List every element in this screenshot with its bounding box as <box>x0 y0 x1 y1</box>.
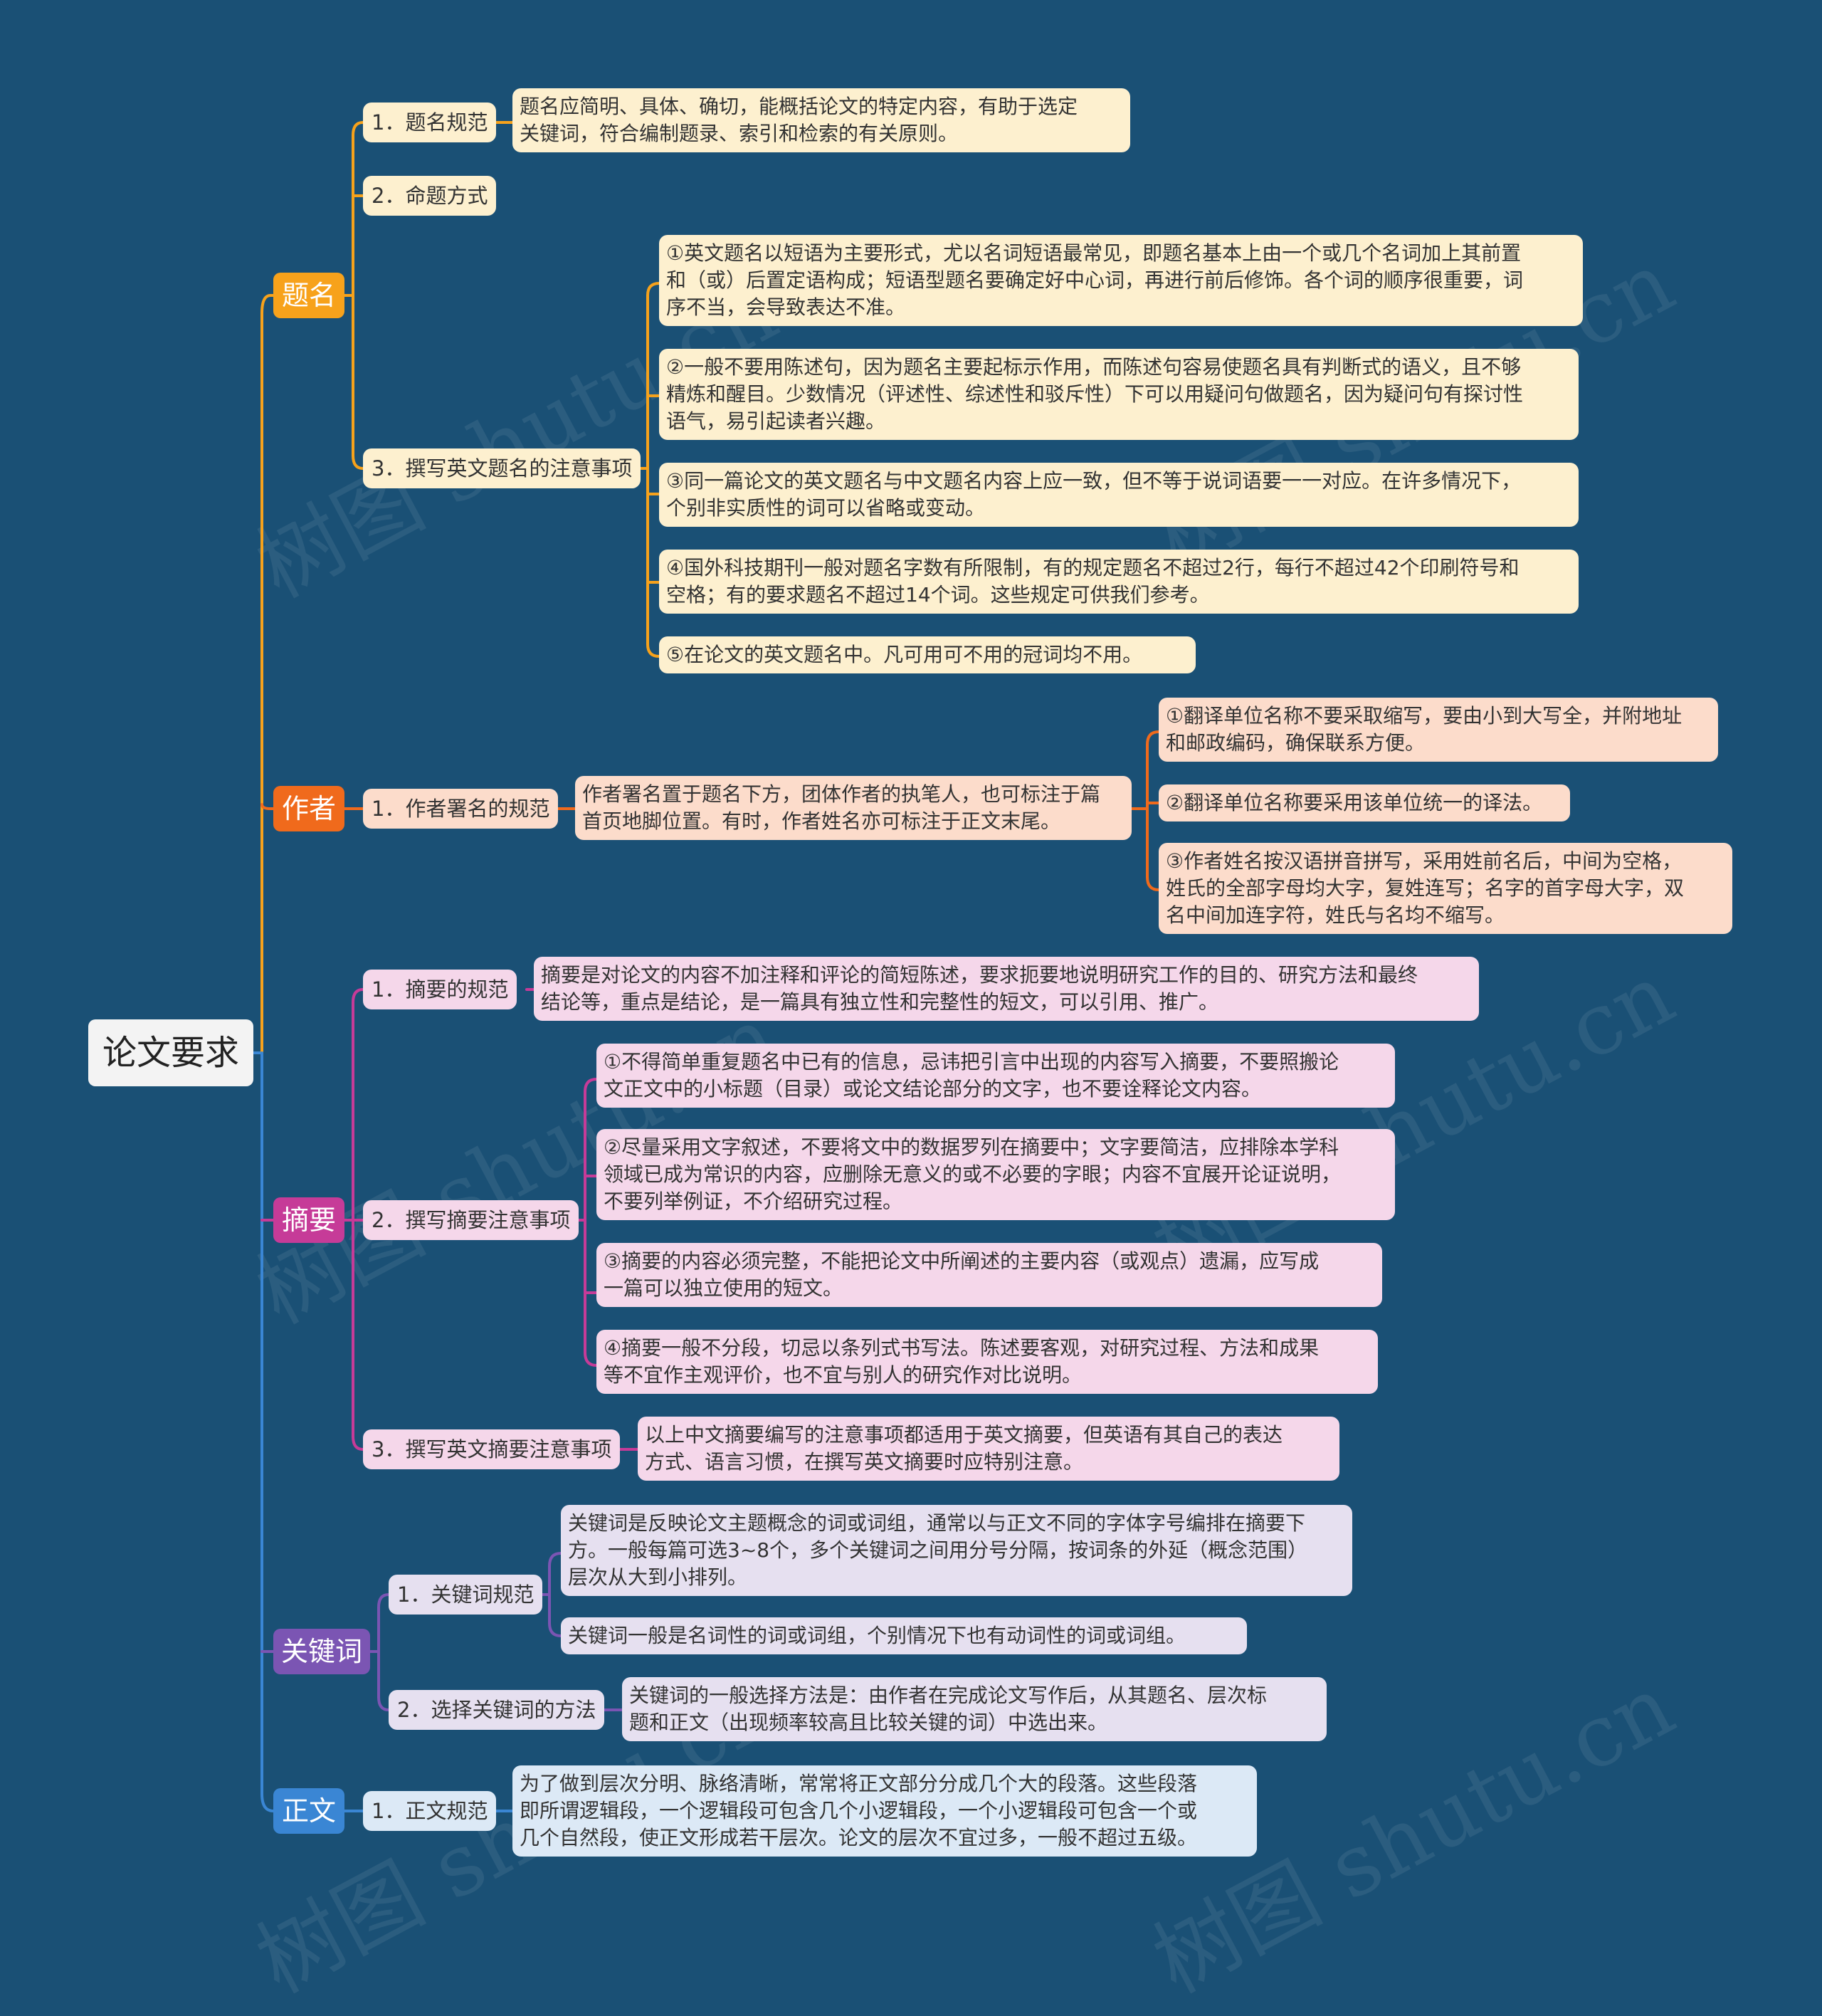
abstract-sub-2-leaf-3[interactable]: ③摘要的内容必须完整，不能把论文中所阐述的主要内容（或观点）遗漏，应写成 一篇可… <box>596 1243 1382 1307</box>
title-sub-1-leaf[interactable]: 题名应简明、具体、确切，能概括论文的特定内容，有助于选定 关键词，符合编制题录、… <box>512 88 1130 152</box>
title-sub-3-leaf-5[interactable]: ⑤在论文的英文题名中。凡可用可不用的冠词均不用。 <box>659 636 1196 673</box>
keywords-sub-2-leaf[interactable]: 关键词的一般选择方法是：由作者在完成论文写作后，从其题名、层次标 题和正文（出现… <box>622 1677 1327 1741</box>
title-sub-3-leaf-1[interactable]: ①英文题名以短语为主要形式，尤以名词短语最常见，即题名基本上由一个或几个名词加上… <box>659 235 1583 326</box>
author-leaf-child-3[interactable]: ③作者姓名按汉语拼音拼写，采用姓前名后，中间为空格， 姓氏的全部字母均大字，复姓… <box>1159 843 1732 934</box>
title-sub-2[interactable]: 2．命题方式 <box>363 176 497 216</box>
branch-title[interactable]: 题名 <box>273 273 344 318</box>
keywords-sub-1[interactable]: 1．关键词规范 <box>389 1575 543 1615</box>
title-sub-3-leaf-2[interactable]: ②一般不要用陈述句，因为题名主要起标示作用，而陈述句容易使题名具有判断式的语义，… <box>659 349 1579 440</box>
branch-body[interactable]: 正文 <box>273 1788 344 1834</box>
keywords-sub-1-leaf-1[interactable]: 关键词是反映论文主题概念的词或词组，通常以与正文不同的字体字号编排在摘要下 方。… <box>561 1505 1352 1596</box>
abstract-sub-2-leaf-2[interactable]: ②尽量采用文字叙述，不要将文中的数据罗列在摘要中；文字要简洁，应排除本学科 领域… <box>596 1129 1395 1220</box>
author-leaf-child-2[interactable]: ②翻译单位名称要采用该单位统一的译法。 <box>1159 784 1570 821</box>
abstract-sub-3-leaf[interactable]: 以上中文摘要编写的注意事项都适用于英文摘要，但英语有其自己的表达 方式、语言习惯… <box>638 1417 1339 1481</box>
title-sub-3-leaf-4[interactable]: ④国外科技期刊一般对题名字数有所限制，有的规定题名不超过2行，每行不超过42个印… <box>659 550 1579 614</box>
author-sub-1[interactable]: 1．作者署名的规范 <box>363 789 559 829</box>
keywords-sub-1-leaf-2[interactable]: 关键词一般是名词性的词或词组，个别情况下也有动词性的词或词组。 <box>561 1617 1247 1654</box>
body-sub-1-leaf[interactable]: 为了做到层次分明、脉络清晰，常常将正文部分分成几个大的段落。这些段落 即所谓逻辑… <box>512 1765 1257 1857</box>
title-sub-3-leaf-3[interactable]: ③同一篇论文的英文题名与中文题名内容上应一致，但不等于说词语要一一对应。在许多情… <box>659 463 1579 527</box>
abstract-sub-1[interactable]: 1．摘要的规范 <box>363 970 517 1009</box>
title-sub-3[interactable]: 3．撰写英文题名的注意事项 <box>363 448 641 488</box>
author-leaf-child-1[interactable]: ①翻译单位名称不要采取缩写，要由小到大写全，并附地址 和邮政编码，确保联系方便。 <box>1159 698 1718 762</box>
title-sub-1[interactable]: 1．题名规范 <box>363 103 497 142</box>
mindmap-canvas: 树图 shutu.cn 树图 shutu.cn 树图 shutu.cn 树图 s… <box>88 88 1732 2012</box>
keywords-sub-2[interactable]: 2．选择关键词的方法 <box>389 1690 605 1730</box>
abstract-sub-3[interactable]: 3．撰写英文摘要注意事项 <box>363 1429 621 1469</box>
abstract-sub-2-leaf-4[interactable]: ④摘要一般不分段，切忌以条列式书写法。陈述要客观，对研究过程、方法和成果 等不宜… <box>596 1330 1378 1394</box>
body-sub-1[interactable]: 1．正文规范 <box>363 1791 497 1831</box>
author-sub-1-leaf[interactable]: 作者署名置于题名下方，团体作者的执笔人，也可标注于篇 首页地脚位置。有时，作者姓… <box>575 776 1132 840</box>
abstract-sub-2[interactable]: 2．撰写摘要注意事项 <box>363 1200 579 1240</box>
branch-author[interactable]: 作者 <box>273 786 344 831</box>
abstract-sub-2-leaf-1[interactable]: ①不得简单重复题名中已有的信息，忌讳把引言中出现的内容写入摘要，不要照搬论 文正… <box>596 1044 1395 1108</box>
branch-abstract[interactable]: 摘要 <box>273 1197 344 1243</box>
root-topic[interactable]: 论文要求 <box>88 1019 253 1086</box>
abstract-sub-1-leaf[interactable]: 摘要是对论文的内容不加注释和评论的简短陈述，要求扼要地说明研究工作的目的、研究方… <box>534 957 1479 1021</box>
branch-keywords[interactable]: 关键词 <box>273 1629 370 1674</box>
